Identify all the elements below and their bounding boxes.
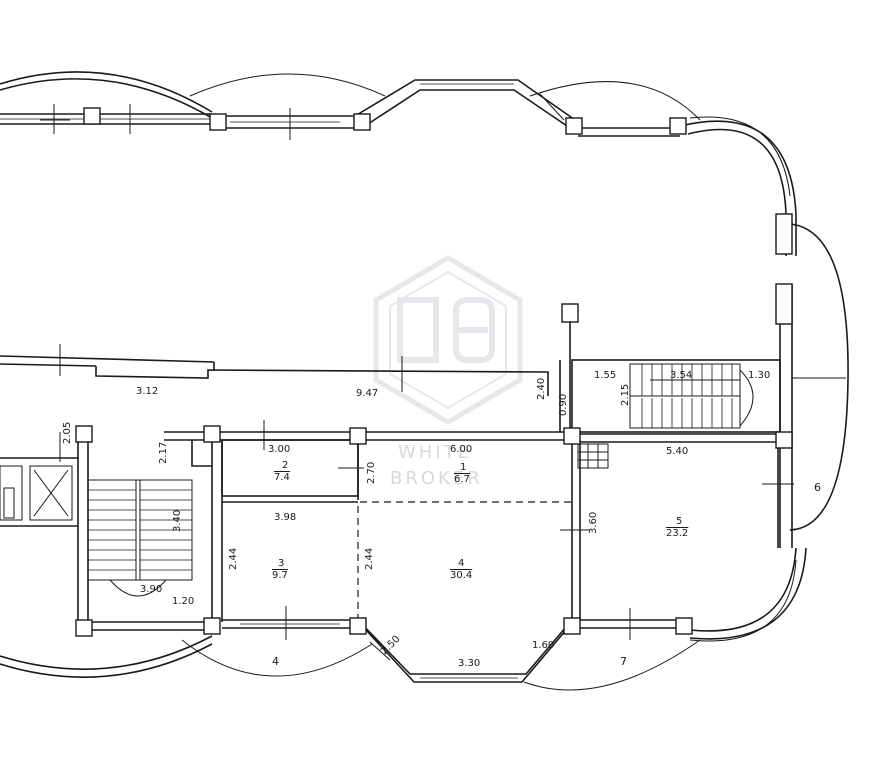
- dimension-label: 2.15: [620, 384, 631, 406]
- dimension-label: 9.47: [356, 388, 378, 399]
- column: [353, 113, 371, 131]
- dimension-label: 1.20: [172, 596, 194, 607]
- dimension-label: 2.05: [62, 422, 73, 444]
- dimension-label: 3.40: [172, 510, 183, 532]
- column: [669, 117, 687, 135]
- watermark-logo: [373, 255, 523, 425]
- watermark-text-line1: WHITE: [398, 442, 472, 463]
- column: [349, 617, 367, 635]
- dimension-label: 2.44: [364, 548, 375, 570]
- dimension-label: 5.40: [666, 446, 688, 457]
- room-area: 7.4: [274, 472, 290, 483]
- column: [203, 617, 221, 635]
- dimension-label: 3.54: [670, 370, 692, 381]
- room-area: 6.7: [454, 474, 470, 485]
- room-area: 9.7: [272, 570, 288, 581]
- dimension-label: 2.44: [228, 548, 239, 570]
- dimension-label: 3.60: [588, 512, 599, 534]
- left-stair-elevators: [0, 432, 193, 620]
- room-number: 1: [460, 462, 466, 473]
- bottom-balconies: [0, 559, 797, 691]
- dimension-label: 0.90: [558, 394, 569, 416]
- corridor-wall: [0, 303, 579, 432]
- column: [563, 617, 581, 635]
- dimension-label: 3.98: [274, 512, 296, 523]
- dimension-label: 6.00: [450, 444, 472, 455]
- column: [775, 213, 793, 255]
- dimension-label: 2.40: [536, 378, 547, 400]
- room-number: 4: [458, 558, 464, 569]
- column: [209, 113, 227, 131]
- dimension-label: 1.60: [532, 640, 554, 651]
- dimension-label: 3.30: [458, 658, 480, 669]
- watermark-text-line2: BROKER: [390, 468, 483, 489]
- dimension-label: 2.70: [366, 462, 377, 484]
- room-area: 30.4: [450, 570, 472, 581]
- balcony-number: 4: [272, 655, 279, 668]
- top-exterior-wall: [0, 71, 849, 548]
- balcony-number: 7: [620, 655, 627, 668]
- dimension-label: 2.17: [158, 442, 169, 464]
- column: [75, 619, 93, 637]
- column: [563, 427, 581, 445]
- room-number: 5: [676, 516, 682, 527]
- axis-ticks-top: [40, 93, 565, 140]
- stair-right: [571, 359, 781, 433]
- column: [83, 107, 101, 125]
- column: [561, 303, 579, 323]
- balcony-number: 6: [814, 481, 821, 494]
- dimension-label: 3.90: [140, 584, 162, 595]
- column: [349, 427, 367, 445]
- room-number: 2: [282, 460, 288, 471]
- dimension-label: 3.00: [268, 444, 290, 455]
- room-area: 23.2: [666, 528, 688, 539]
- column: [775, 431, 793, 449]
- column: [75, 425, 93, 443]
- room-number: 3: [278, 558, 284, 569]
- dimension-label: 1.30: [748, 370, 770, 381]
- axis-ticks-inner: [263, 420, 794, 661]
- column: [203, 425, 221, 443]
- dimension-label: 3.12: [136, 386, 158, 397]
- column: [675, 617, 693, 635]
- dimension-label: 1.55: [594, 370, 616, 381]
- column: [565, 117, 583, 135]
- column: [775, 283, 793, 325]
